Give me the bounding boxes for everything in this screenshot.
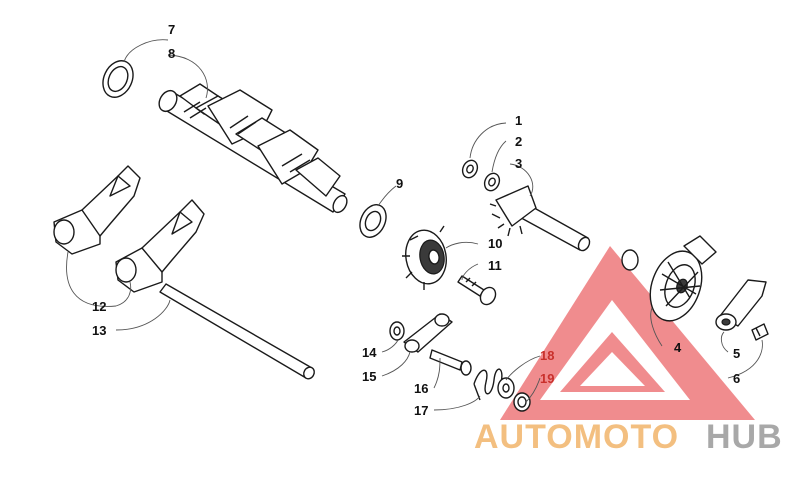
part-4-cam-indexer xyxy=(621,235,717,322)
callout-14: 14 xyxy=(362,345,377,360)
callout-6: 6 xyxy=(733,371,740,386)
part-15-link-plate xyxy=(403,313,453,353)
callout-19: 19 xyxy=(540,371,554,386)
callout-11: 11 xyxy=(488,258,502,273)
part-11-bolt xyxy=(457,275,497,306)
watermark-brand: AUTOMOTO HUB xyxy=(474,418,783,456)
part-17-spring xyxy=(473,368,503,401)
watermark-logo xyxy=(500,246,755,420)
callout-3: 3 xyxy=(515,156,522,171)
part-13-shift-rod xyxy=(159,283,315,380)
callout-15: 15 xyxy=(362,369,376,384)
part-7-oring xyxy=(102,60,134,98)
part-12-shift-fork-left xyxy=(53,165,141,255)
part-12-shift-fork-right xyxy=(115,199,205,293)
part-6-screw xyxy=(751,323,769,341)
callout-8: 8 xyxy=(168,46,175,61)
part-2-washer xyxy=(483,172,501,192)
part-18-washer xyxy=(497,377,515,399)
callout-4: 4 xyxy=(674,340,682,355)
callout-1: 1 xyxy=(515,113,522,128)
part-16-plunger xyxy=(429,349,472,376)
leader-lines xyxy=(66,39,763,411)
watermark-brand-part1: AUTOMOTO xyxy=(474,418,679,456)
part-1-washer xyxy=(461,159,479,179)
part-8-shift-drum xyxy=(158,83,348,214)
part-5-lever xyxy=(715,279,767,331)
callout-9: 9 xyxy=(396,176,403,191)
watermark-brand-part2: HUB xyxy=(706,418,783,456)
callout-labels: 7 8 9 1 2 3 10 11 4 5 6 12 13 14 15 16 1… xyxy=(92,22,740,418)
part-3-shift-shaft xyxy=(489,185,591,252)
callout-16: 16 xyxy=(414,381,428,396)
callout-12: 12 xyxy=(92,299,106,314)
callout-7: 7 xyxy=(168,22,175,37)
callout-18: 18 xyxy=(540,348,554,363)
logo-inner-hole xyxy=(580,352,645,386)
callout-5: 5 xyxy=(733,346,740,361)
callout-17: 17 xyxy=(414,403,428,418)
part-10-gear xyxy=(402,225,447,290)
part-19-ring xyxy=(513,392,531,412)
part-14-washer xyxy=(389,321,405,341)
part-9-washer xyxy=(359,204,387,238)
callout-13: 13 xyxy=(92,323,106,338)
callout-2: 2 xyxy=(515,134,522,149)
callout-10: 10 xyxy=(488,236,502,251)
